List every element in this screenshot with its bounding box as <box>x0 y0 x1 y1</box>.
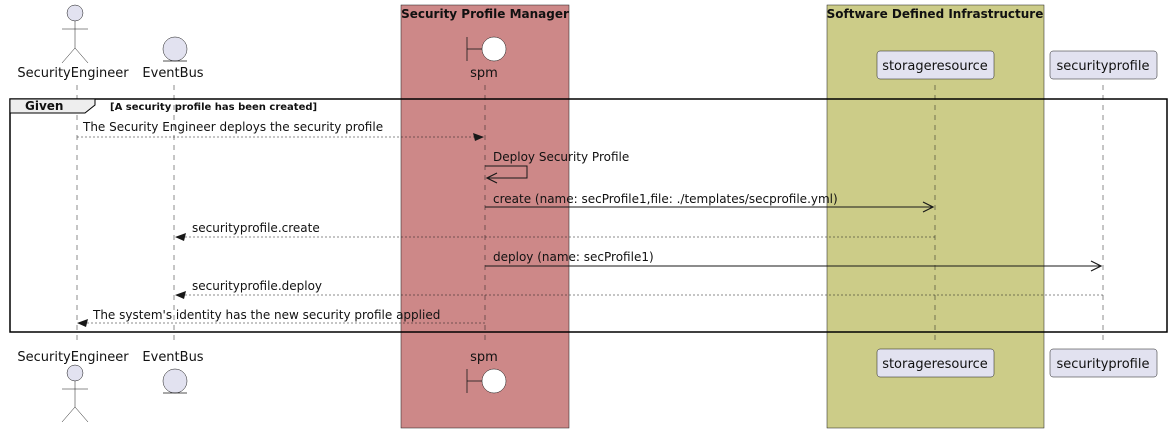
frame-keyword: Given <box>25 99 63 113</box>
actor-icon <box>61 364 89 423</box>
arrow-head <box>922 201 935 213</box>
message-label: securityprofile.deploy <box>192 279 322 293</box>
message-3: create (name: secProfile1,file: ./templa… <box>485 192 935 213</box>
actor-icon <box>61 4 89 64</box>
frame-tab <box>9 98 96 114</box>
participant-box <box>1049 50 1158 80</box>
participant-box <box>876 50 995 80</box>
message-2: Deploy Security Profile <box>485 150 629 184</box>
participant-eventbus-bottom: EventBus <box>142 350 204 394</box>
message-label: The Security Engineer deploys the securi… <box>82 120 383 134</box>
entity-icon <box>162 368 188 394</box>
participant-securityengineer-top: SecurityEngineer <box>17 4 129 81</box>
participant-eventbus-top: EventBus <box>142 36 204 81</box>
arrow-head <box>175 233 186 241</box>
message-7: The system's identity has the new securi… <box>77 308 485 327</box>
participant-storageresource-top[interactable]: storageresource <box>876 50 995 80</box>
arrow-head <box>473 133 484 141</box>
frame-condition: [A security profile has been created] <box>110 102 317 113</box>
arrow-head <box>175 291 186 299</box>
participant-label: spm <box>470 350 498 365</box>
message-label: The system's identity has the new securi… <box>92 308 440 322</box>
message-6: securityprofile.deploy <box>175 279 1103 299</box>
message-5: deploy (name: secProfile1) <box>485 250 1103 272</box>
participant-label: SecurityEngineer <box>17 350 129 365</box>
frame-border <box>9 98 1168 333</box>
participant-label: securityprofile <box>1057 59 1150 74</box>
participant-securityprofile-bottom[interactable]: securityprofile <box>1049 348 1158 378</box>
message-label: Deploy Security Profile <box>493 150 629 164</box>
participant-label: securityprofile <box>1057 357 1150 372</box>
box-title: Software Defined Infrastructure <box>827 7 1044 21</box>
participant-label: storageresource <box>882 59 988 74</box>
message-1: The Security Engineer deploys the securi… <box>77 120 484 141</box>
participant-box <box>1049 348 1158 378</box>
participant-label: SecurityEngineer <box>17 66 129 81</box>
participant-label: storageresource <box>882 357 988 372</box>
box-security-profile-manager: Security Profile Manager <box>400 4 570 429</box>
given-frame: Given [A security profile has been creat… <box>9 98 1168 333</box>
lifelines <box>76 85 1104 343</box>
participant-label: EventBus <box>142 350 203 365</box>
boundary-icon <box>466 36 507 62</box>
participant-label: EventBus <box>142 66 203 81</box>
participant-spm-top: spm <box>466 36 507 81</box>
participant-box <box>876 348 995 378</box>
boundary-icon <box>466 368 507 394</box>
message-line <box>485 165 528 179</box>
participant-securityengineer-bottom: SecurityEngineer <box>17 350 129 423</box>
entity-icon <box>162 36 188 62</box>
message-4: securityprofile.create <box>175 221 935 241</box>
participant-label: spm <box>470 66 498 81</box>
message-label: deploy (name: secProfile1) <box>493 250 654 264</box>
participant-storageresource-bottom[interactable]: storageresource <box>876 348 995 378</box>
message-label: securityprofile.create <box>192 221 320 235</box>
box-title: Security Profile Manager <box>401 7 569 21</box>
participant-spm-bottom: spm <box>466 350 507 394</box>
arrow-head <box>77 319 88 327</box>
arrow-head <box>1090 260 1103 272</box>
message-label: create (name: secProfile1,file: ./templa… <box>493 192 838 206</box>
participant-securityprofile-top[interactable]: securityprofile <box>1049 50 1158 80</box>
arrow-head <box>485 172 498 184</box>
